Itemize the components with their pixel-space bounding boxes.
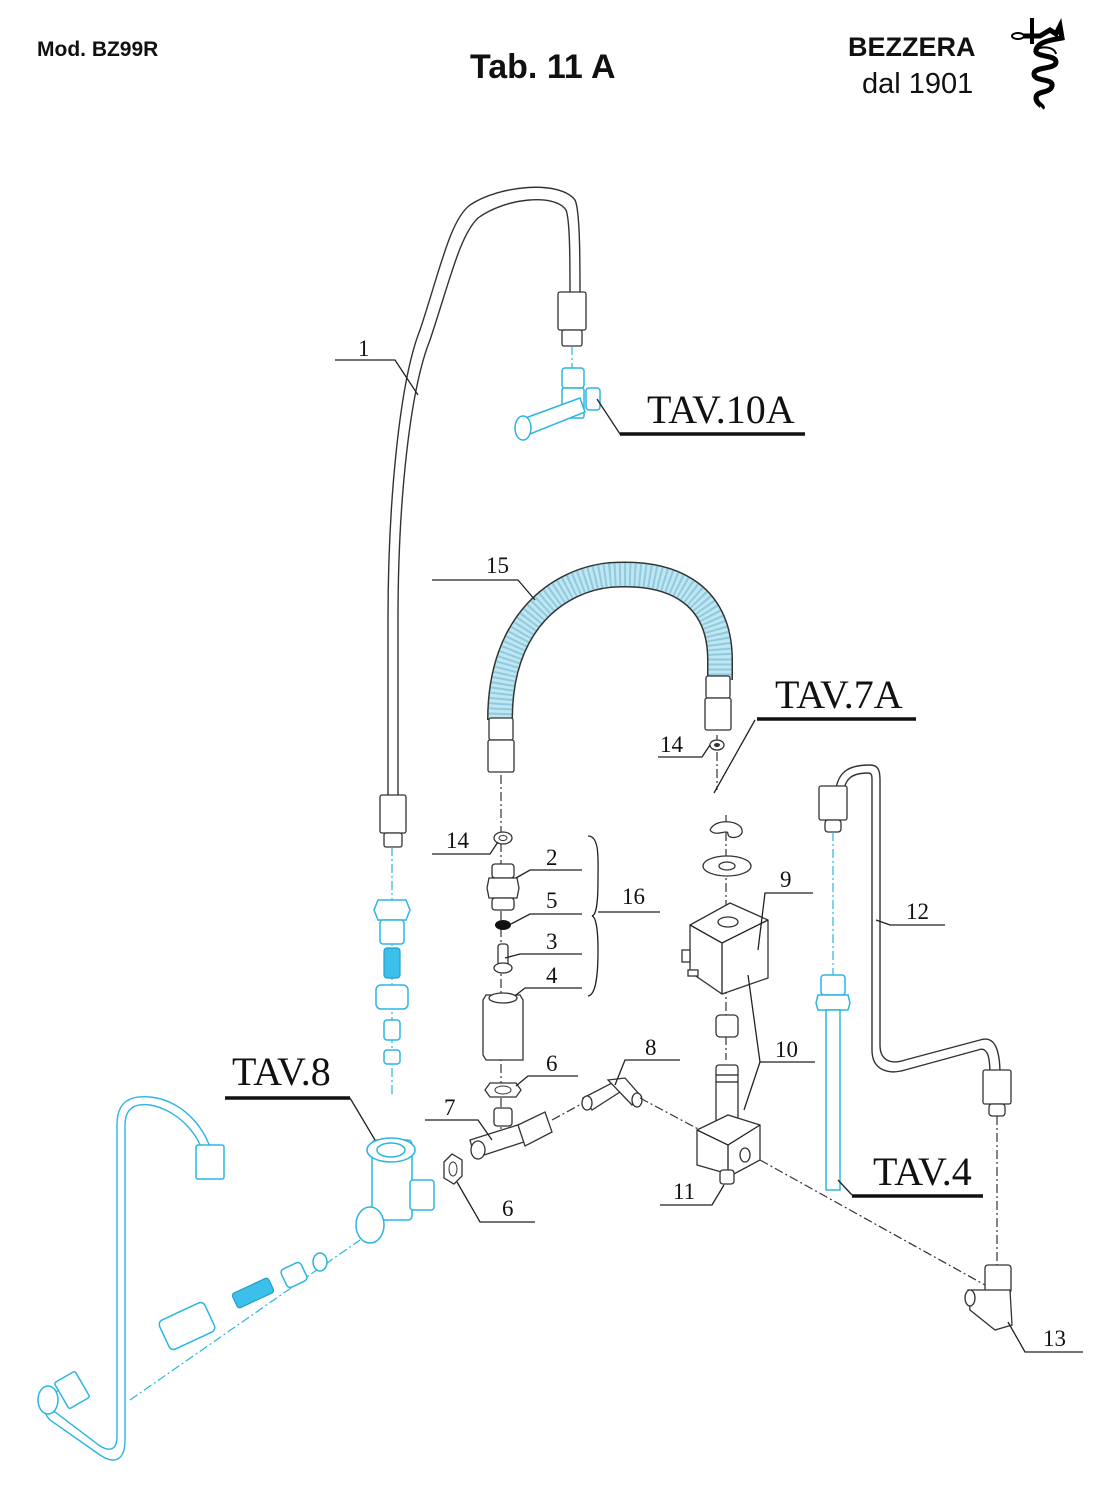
plunger[interactable] [715,1014,739,1038]
part-12-pipe[interactable] [818,764,1012,1117]
leader-6a [515,1075,578,1087]
brand-since: dal 1901 [862,68,974,100]
label-part-6a: 6 [546,1051,558,1076]
label-part-16: 16 [622,884,645,909]
part-3-pin[interactable] [493,943,513,974]
part-2-nipple[interactable] [486,863,520,911]
label-part-9: 9 [780,867,792,892]
tav8-filter-stack[interactable] [373,847,411,1095]
bezzera-serpent-logo-icon [1011,18,1065,110]
part-14-washer-upper[interactable] [709,739,725,751]
label-part-4: 4 [546,963,558,988]
ref-tav7a[interactable]: TAV.7A [775,672,903,717]
leader-3 [504,953,582,959]
label-part-15: 15 [486,553,509,578]
label-part-12: 12 [906,899,929,924]
brand-name: BEZZERA [848,32,976,62]
ref-tav4[interactable]: TAV.4 [873,1149,972,1194]
part-7-tee[interactable] [469,1107,553,1160]
leader-12 [875,919,945,926]
part-9-coil[interactable] [681,902,769,995]
leader-1 [335,359,419,396]
leader-tav4-thin [837,1179,853,1196]
label-part-8: 8 [645,1035,657,1060]
tav8-filter-parts[interactable] [158,1252,328,1351]
solenoid-washer[interactable] [702,855,752,877]
leader-7 [425,1119,493,1141]
tav10a-tee-fitting[interactable] [514,346,601,441]
bracket-16 [587,835,599,997]
leader-10-b [743,1061,761,1111]
leader-5 [510,913,582,925]
part-8-elbow[interactable] [551,1077,643,1121]
leader-11 [660,1184,725,1206]
label-part-7: 7 [444,1095,456,1120]
part-13-elbow[interactable] [964,1264,1013,1331]
label-part-14a: 14 [660,732,684,757]
leader-2 [515,869,582,879]
solenoid-clip[interactable] [709,821,743,839]
part-15-braided-hose[interactable] [487,561,733,773]
tav8-blue-pipe[interactable] [37,1096,225,1461]
label-part-13: 13 [1043,1326,1066,1351]
leader-4 [515,987,582,996]
ref-tav8[interactable]: TAV.8 [232,1049,331,1094]
leader-14a [658,744,711,758]
part-1-pipe[interactable] [379,186,587,848]
tav8-elbow-body[interactable] [355,1137,435,1244]
ref-tav10a[interactable]: TAV.10A [647,387,795,432]
model-label: Mod. BZ99R [37,38,159,61]
leader-tav7a-thin [713,719,756,794]
part-6-nut-lower[interactable] [443,1153,463,1185]
label-part-1: 1 [358,336,370,361]
part-11-valve-body[interactable] [696,1114,761,1185]
leader-9 [757,892,813,951]
label-part-14b: 14 [446,828,470,853]
leader-13 [1007,1321,1083,1353]
leader-8 [614,1059,680,1086]
label-part-2: 2 [546,845,558,870]
part-14-washer-lower[interactable] [493,831,513,845]
part-5-o-ring[interactable] [495,920,511,930]
label-part-6b: 6 [502,1196,514,1221]
leader-6b [456,1181,535,1223]
tav4-probe[interactable] [815,832,851,1191]
label-part-10: 10 [775,1037,798,1062]
leader-14b [432,841,499,855]
leader-tav8-thin [349,1097,376,1141]
label-part-11: 11 [673,1179,695,1204]
table-title: Tab. 11 A [470,48,616,86]
label-part-5: 5 [546,888,558,913]
leader-15 [432,579,536,601]
part-4-hex-body[interactable] [482,992,524,1061]
label-part-3: 3 [546,929,558,954]
part-6-nut-upper[interactable] [484,1082,522,1098]
